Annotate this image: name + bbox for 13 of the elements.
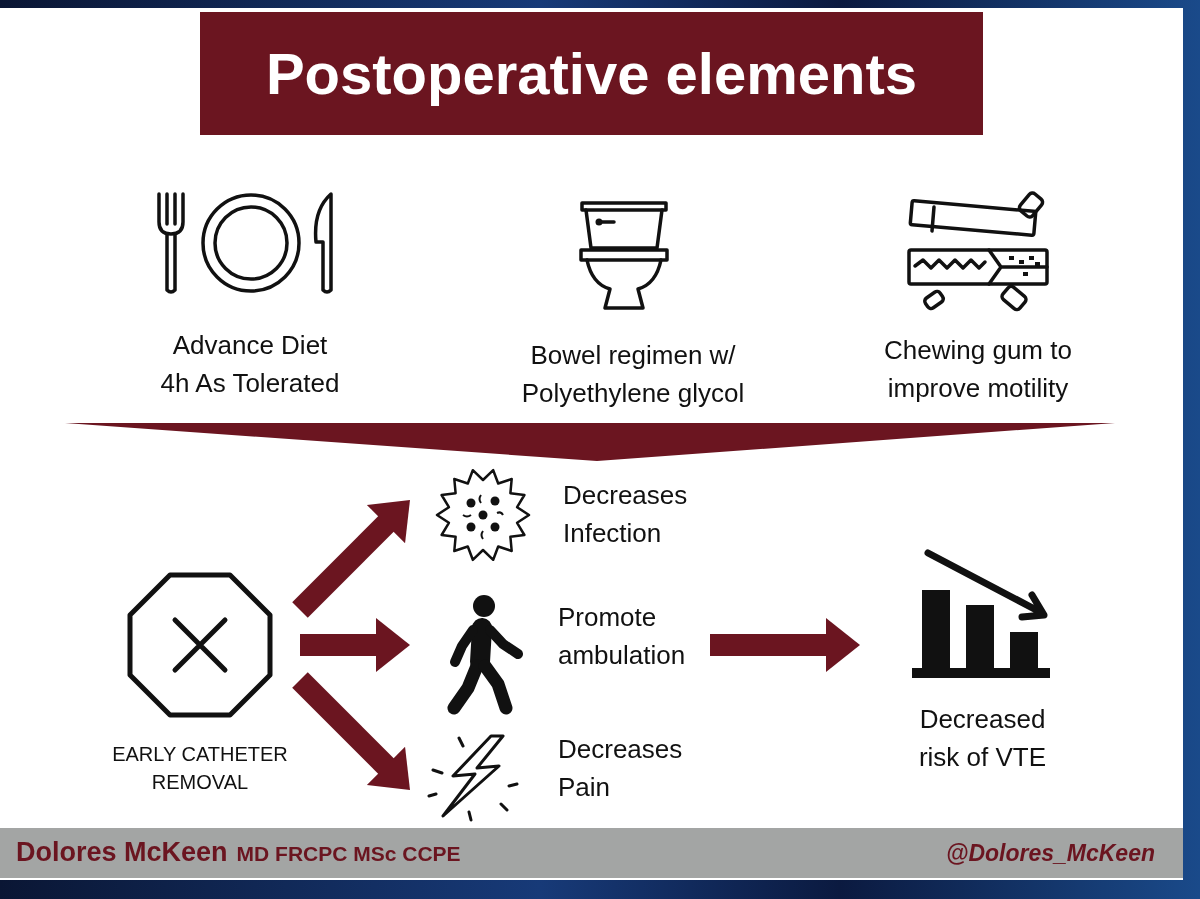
author-name: Dolores McKeen — [16, 837, 228, 868]
arrow — [710, 618, 860, 672]
social-handle: @Dolores_McKeen — [945, 840, 1155, 867]
icon-caption: Bowel regimen w/ Polyethylene glycol — [520, 339, 746, 410]
icon-caption: Chewing gum to improve motility — [883, 334, 1073, 405]
author-credentials: MD FRCPC MSc CCPE — [236, 842, 461, 866]
benefit-label: Promote ambulation — [558, 601, 687, 672]
benefit-label: Decreases Pain — [558, 733, 684, 804]
benefit-label: Decreases Infection — [563, 479, 689, 550]
title: Postoperative elements — [265, 41, 918, 106]
action-label: EARLY CATHETER REMOVAL — [111, 742, 289, 795]
icon-caption: Advance Diet 4h As Tolerated — [159, 329, 341, 400]
outcome-label: Decreased risk of VTE — [917, 703, 1048, 774]
